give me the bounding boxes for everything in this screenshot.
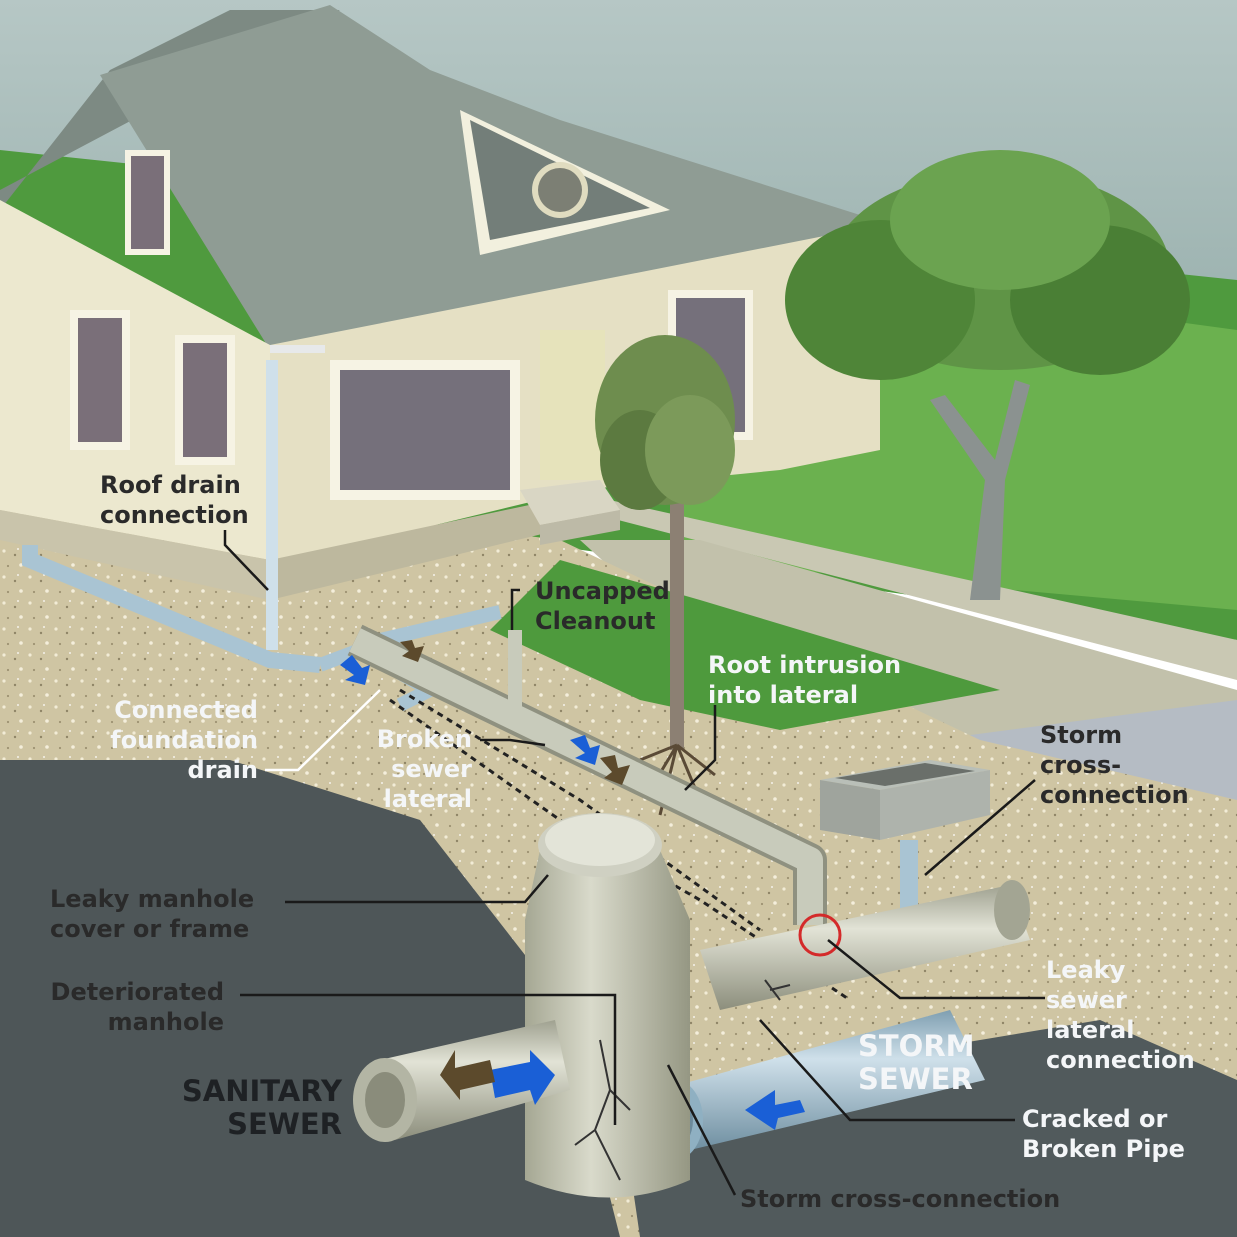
yard-tree [595, 335, 735, 816]
street-tree [785, 150, 1190, 600]
leader-lines [223, 530, 1045, 1196]
leader-lines-light [265, 689, 381, 772]
manhole [525, 813, 690, 1198]
house [0, 5, 880, 650]
label-storm-cross-connection-bottom: Storm cross-connection [740, 1185, 1061, 1213]
storm-catch-basin [820, 760, 990, 910]
